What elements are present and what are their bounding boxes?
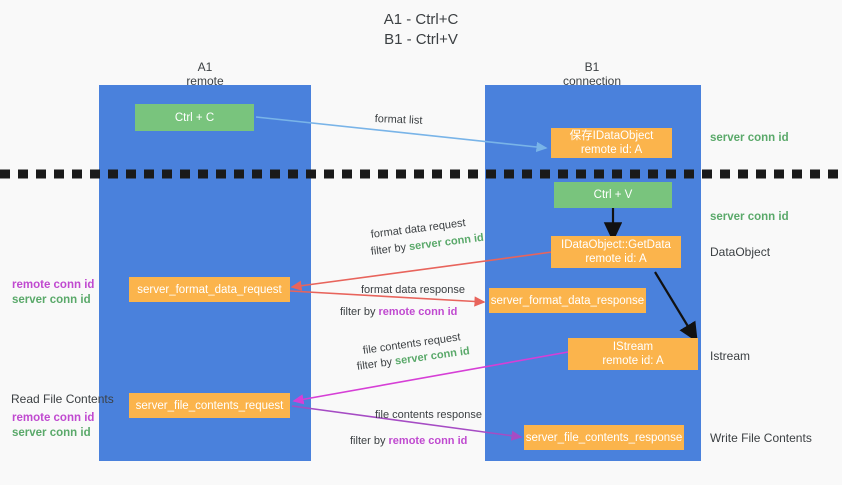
box-server-format-data-response-label: server_format_data_response [490,294,645,307]
box-server-format-data-response[interactable]: server_format_data_response [489,288,646,313]
box-server-file-contents-response-label: server_file_contents_response [525,431,683,444]
box-ctrl-c[interactable]: Ctrl + C [135,104,254,131]
box-server-file-contents-request[interactable]: server_file_contents_request [129,393,290,418]
column-header-a1: A1 remote [125,60,285,88]
annotation-remote-conn-id-2: remote conn id [12,412,95,424]
annotation-read-file-contents-block: Read File Contents [11,392,114,407]
annotation-remote-conn-id-1: remote conn id [12,279,95,291]
diagram-title: A1 - Ctrl+C B1 - Ctrl+V [0,10,842,50]
box-save-idataobject-line1: 保存IDataObject [569,130,654,142]
column-header-b1: B1 connection [512,60,672,88]
title-line-2: B1 - Ctrl+V [384,31,458,48]
edge-label-format-data-response-filter: filter by remote conn id [340,305,457,320]
edge-label-format-list: format list [374,112,423,127]
box-istream-line2: remote id: A [602,355,664,367]
filter-key-remote-conn-id: remote conn id [378,306,458,318]
annotation-server-conn-id-top-text: server conn id [710,132,789,144]
annotation-write-file-contents: Write File Contents [710,431,812,445]
box-server-format-data-request-label: server_format_data_request [137,283,282,296]
box-server-format-data-request[interactable]: server_format_data_request [129,277,290,302]
edge-label-format-data-response: format data response [361,284,465,296]
annotation-dataobject: DataObject [710,245,771,259]
filter-prefix: filter by [340,306,379,318]
annotation-istream: Istream [710,349,751,363]
column-b1-sub: connection [562,74,622,88]
annotation-server-conn-id-1: server conn id [12,294,91,306]
box-server-file-contents-response[interactable]: server_file_contents_response [524,425,684,450]
edge-label-file-contents-response-filter: filter by remote conn id [350,434,467,449]
box-ctrl-c-label: Ctrl + C [174,111,215,124]
filter-prefix: filter by [356,355,396,373]
annotation-read-file-contents: Read File Contents [11,392,114,406]
filter-key-remote-conn-id: remote conn id [388,435,468,447]
column-a1-name: A1 [197,60,213,74]
annotation-server-conn-id-2: server conn id [12,427,91,439]
title-line-1: A1 - Ctrl+C [383,11,459,28]
column-a1-sub: remote [186,74,224,88]
annotation-server-conn-id-mid: server conn id [710,210,789,225]
annotation-conn-ids-file: remote conn id server conn id [12,411,94,441]
annotation-server-conn-id-top: server conn id [710,131,789,146]
box-save-idataobject[interactable]: 保存IDataObject remote id: A [551,128,672,158]
column-b1-name: B1 [584,60,600,74]
edge-label-file-contents-response: file contents response [375,409,483,421]
box-getdata-line1: IDataObject::GetData [561,239,671,251]
filter-prefix: filter by [370,241,410,258]
box-getdata-line2: remote id: A [585,253,647,265]
box-save-idataobject-line2: remote id: A [580,144,643,156]
box-istream-line1: IStream [612,341,654,353]
annotation-conn-ids-format: remote conn id server conn id [12,278,94,308]
box-idataobject-getdata[interactable]: IDataObject::GetData remote id: A [551,236,681,268]
annotation-server-conn-id-mid-text: server conn id [710,211,789,223]
box-ctrl-v-label: Ctrl + V [593,189,633,201]
box-ctrl-v[interactable]: Ctrl + V [554,182,672,208]
filter-prefix: filter by [350,435,389,447]
box-istream[interactable]: IStream remote id: A [568,338,698,370]
box-server-file-contents-request-label: server_file_contents_request [135,399,284,412]
